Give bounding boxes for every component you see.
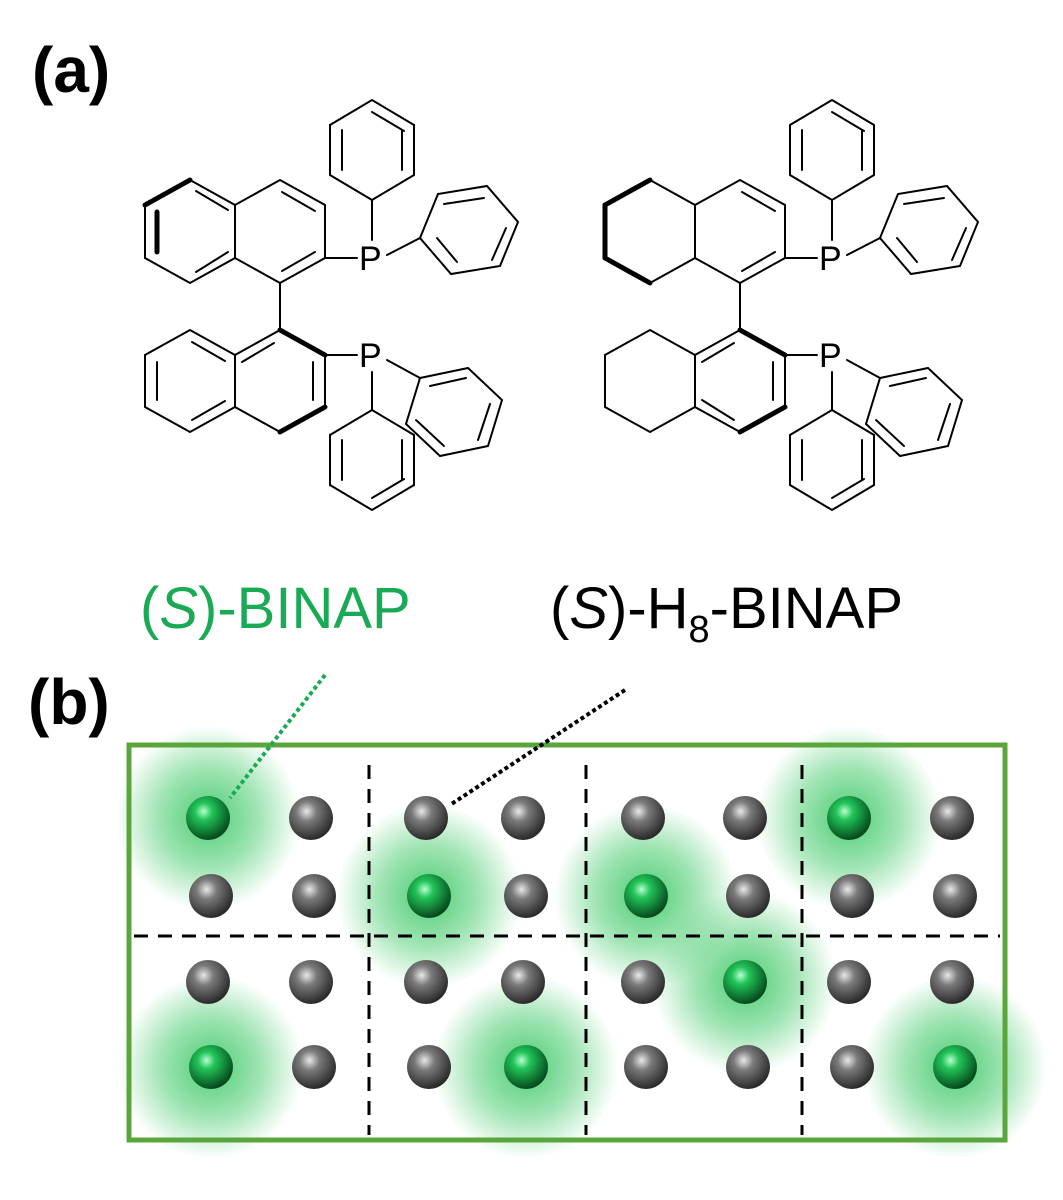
binap-structure	[142, 98, 520, 512]
h8-binap-molecule-sphere	[827, 960, 871, 1004]
binap-molecule-sphere	[827, 796, 871, 840]
h8-binap-molecule-sphere	[621, 960, 665, 1004]
h8-binap-molecule-sphere	[189, 874, 233, 918]
h8-binap-structure	[602, 98, 980, 512]
binap-molecule-sphere	[189, 1045, 233, 1089]
h8-binap-molecule-sphere	[723, 796, 767, 840]
h8-binap-molecule-sphere	[501, 796, 545, 840]
h8-binap-molecule-sphere	[830, 1045, 874, 1089]
binap-molecule-sphere	[933, 1045, 977, 1089]
h8-binap-molecule-sphere	[830, 874, 874, 918]
binap-name-label: (S)-BINAP	[140, 576, 411, 641]
h8-binap-molecule-sphere	[930, 960, 974, 1004]
binap-phosphorus-lower: P	[359, 337, 382, 375]
h8-binap-molecule-sphere	[404, 796, 448, 840]
binap-molecule-sphere	[624, 874, 668, 918]
h8-binap-molecule-sphere	[292, 874, 336, 918]
molecule-spheres	[186, 796, 977, 1089]
binap-glow-layer	[116, 726, 1047, 1159]
h8-binap-phosphorus-upper: P	[819, 240, 842, 278]
h8-binap-molecule-sphere	[933, 874, 977, 918]
h8-binap-molecule-sphere	[289, 960, 333, 1004]
h8-binap-molecule-sphere	[726, 874, 770, 918]
binap-phosphorus-upper: P	[359, 240, 382, 278]
binap-molecule-sphere	[407, 874, 451, 918]
panel-a-label: (a)	[32, 34, 111, 106]
lattice-frame	[126, 742, 1008, 1143]
binap-p-atoms: P P	[359, 240, 382, 375]
h8-binap-molecule-sphere	[726, 1045, 770, 1089]
h8-binap-p-atoms: P P	[819, 240, 842, 375]
h8-binap-molecule-sphere	[930, 796, 974, 840]
binap-pointer-line	[228, 673, 327, 800]
h8-binap-molecule-sphere	[292, 1045, 336, 1089]
h8-binap-molecule-sphere	[289, 796, 333, 840]
binap-molecule-sphere	[186, 796, 230, 840]
binap-molecule-sphere	[504, 1045, 548, 1089]
h8-binap-molecule-sphere	[404, 960, 448, 1004]
h8-binap-phosphorus-lower: P	[819, 337, 842, 375]
h8-binap-molecule-sphere	[621, 796, 665, 840]
h8-binap-molecule-sphere	[186, 960, 230, 1004]
h8-binap-molecule-sphere	[504, 874, 548, 918]
panel-b-label: (b)	[28, 666, 110, 738]
h8-binap-molecule-sphere	[407, 1045, 451, 1089]
binap-molecule-sphere	[723, 960, 767, 1004]
h8-binap-name-label: (S)-H8-BINAP	[550, 576, 904, 651]
unit-cell-dashed-lines	[134, 765, 1000, 1135]
molecular-structures: P P	[142, 98, 980, 512]
h8-binap-molecule-sphere	[624, 1045, 668, 1089]
h8-binap-molecule-sphere	[501, 960, 545, 1004]
